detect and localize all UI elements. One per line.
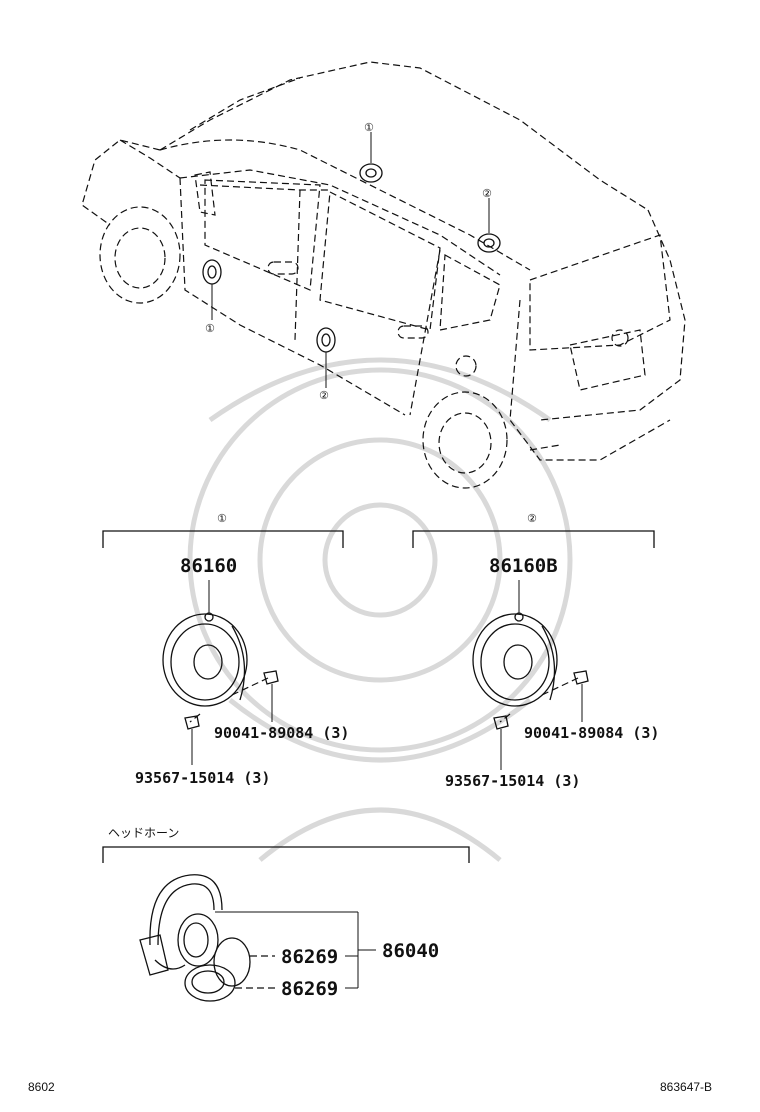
part-number-86160[interactable]: 86160 [180,555,237,577]
watermark-emblem [187,357,573,862]
vehicle-illustration [81,61,686,489]
speaker-location-roof-1 [359,163,383,183]
speaker-group-1: ① 86160 90041-89084 (3) 93567-15014 (3) [102,512,349,787]
clip-icon [184,715,200,765]
speaker-group-2: ② 86160B 90041-89084 (3) 93567-15014 (3) [412,512,659,790]
car-callout-1-bottom: ① [205,322,215,335]
ear-pad-icon [184,964,236,1002]
car-callout-1-top: ① [364,121,374,134]
part-number-93567-15014-rear[interactable]: 93567-15014 (3) [445,772,580,790]
car-callout-2-bottom: ② [319,389,329,402]
rear-speaker-icon [472,612,579,723]
car-callout-2-top: ② [482,187,492,200]
bolt-icon [573,670,589,722]
front-speaker-icon [162,612,269,723]
group-1-marker: ① [217,512,227,525]
part-number-93567-15014[interactable]: 93567-15014 (3) [135,769,270,787]
speaker-location-rear-door [316,327,336,353]
headphone-group: ヘッドホーン 86269 86269 86040 [102,826,470,1002]
part-number-86160B[interactable]: 86160B [489,555,558,577]
footer-left-code: 8602 [28,1080,55,1094]
bolt-icon [263,670,279,722]
headphone-icon [139,874,251,1002]
footer-right-code: 863647-B [660,1080,712,1094]
speaker-location-front-door [202,259,222,285]
headphone-section-label: ヘッドホーン [108,826,179,840]
speaker-location-roof-2 [477,233,501,253]
clip-icon [493,715,509,770]
part-number-86040[interactable]: 86040 [382,940,439,962]
part-number-90041-89084-rear[interactable]: 90041-89084 (3) [524,724,659,742]
part-number-90041-89084[interactable]: 90041-89084 (3) [214,724,349,742]
part-number-86269-a[interactable]: 86269 [281,946,338,968]
part-number-86269-b[interactable]: 86269 [281,978,338,1000]
group-2-marker: ② [527,512,537,525]
ear-pad-icon [213,937,251,987]
